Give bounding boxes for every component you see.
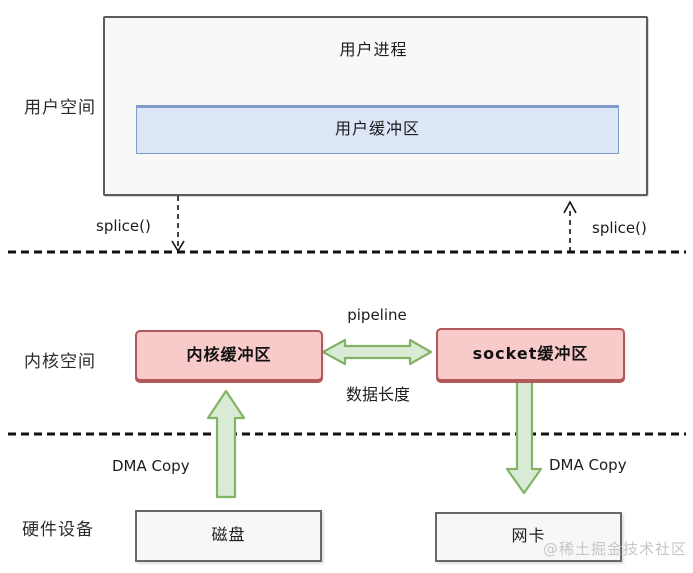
splice-left-label: splice() — [96, 217, 151, 235]
user-buffer-box: 用户缓冲区 — [136, 105, 619, 154]
splice-up-arrow-icon — [563, 200, 577, 252]
disk-box: 磁盘 — [135, 510, 322, 562]
dma-up-arrow-icon — [206, 389, 246, 499]
splice-right-label: splice() — [592, 219, 647, 237]
watermark: @稀土掘金技术社区 — [543, 540, 688, 558]
data-length-label: 数据长度 — [345, 385, 410, 404]
splice-down-arrow-icon — [171, 196, 185, 253]
user-space-label: 用户空间 — [24, 98, 96, 118]
hardware-label: 硬件设备 — [22, 520, 94, 540]
pipeline-double-arrow-icon — [321, 338, 433, 366]
dma-copy-right-label: DMA Copy — [549, 456, 627, 474]
socket-buffer-box: socket缓冲区 — [436, 328, 625, 381]
kernel-buffer-box: 内核缓冲区 — [135, 330, 323, 381]
dma-copy-left-label: DMA Copy — [112, 457, 190, 475]
kernel-space-label: 内核空间 — [24, 352, 96, 372]
user-process-title: 用户进程 — [339, 40, 408, 59]
nic-box: 网卡 — [435, 512, 622, 562]
pipeline-label: pipeline — [347, 306, 407, 324]
dma-down-arrow-icon — [505, 378, 543, 495]
